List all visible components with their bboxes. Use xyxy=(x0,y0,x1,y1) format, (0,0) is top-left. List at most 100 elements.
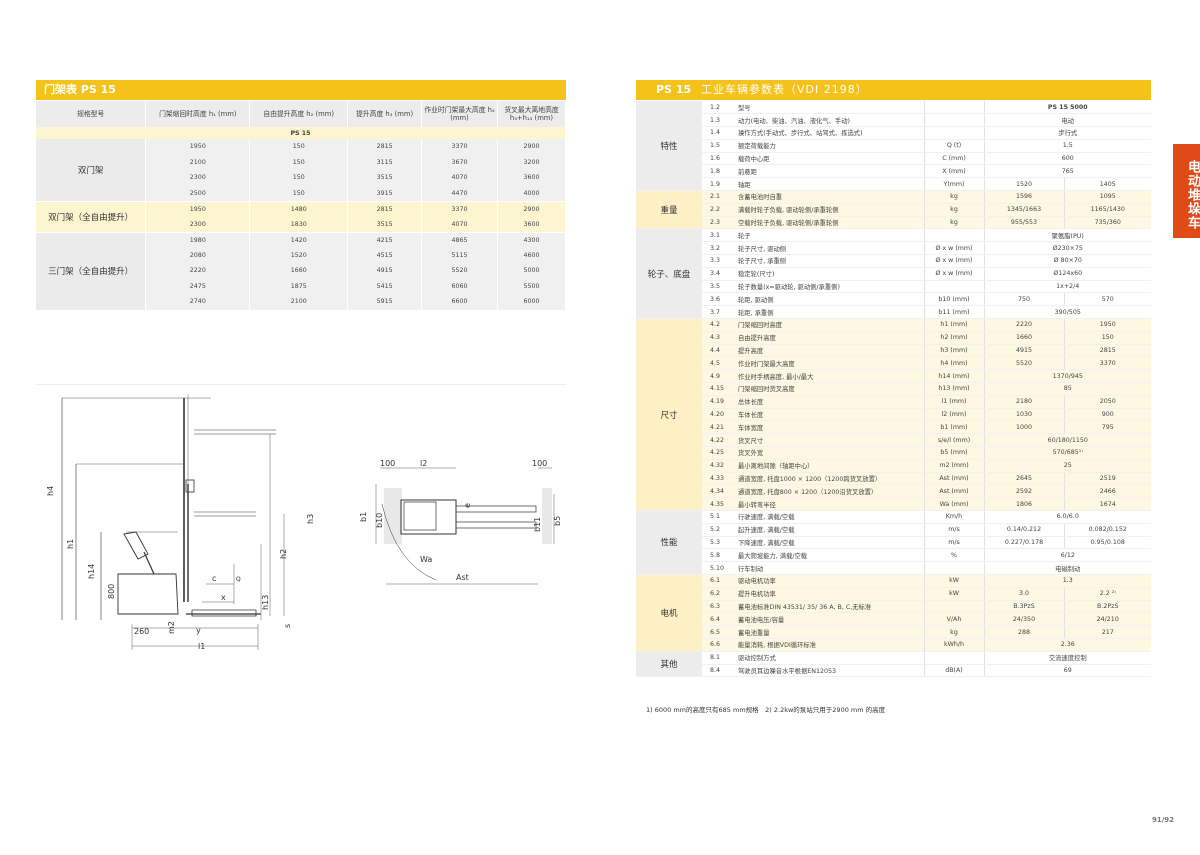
dim-y: y xyxy=(196,626,201,635)
spec-value: 24/210 xyxy=(1064,612,1152,627)
mast-cell: 1660 xyxy=(249,263,349,279)
spec-num: 3.7 xyxy=(702,305,736,320)
spec-title: 工业车辆参数表（VDI 2198） xyxy=(700,83,868,96)
spec-unit: kW xyxy=(923,573,985,588)
spec-num: 4.22 xyxy=(702,433,736,448)
spec-unit: Ø x w (mm) xyxy=(923,267,985,281)
footnote: 1) 6000 mm的高度只有685 mm规格 2) 2.2kw的泵站只用于29… xyxy=(646,706,886,714)
mast-cell: 1830 xyxy=(249,216,349,232)
spec-value: 24/350 xyxy=(984,612,1065,627)
spec-value: 1095 xyxy=(1064,190,1152,204)
mast-col-h5: 货叉最大离地高度 h₃+h₁₃ (mm) xyxy=(497,101,566,127)
spec-value: 0.082/0.152 xyxy=(1064,523,1152,537)
spec-value: 900 xyxy=(1064,408,1152,422)
spec-value: 1000 xyxy=(984,420,1065,435)
spec-value: 1405 xyxy=(1064,177,1152,192)
spec-value: 1596 xyxy=(984,190,1065,204)
spec-num: 2.2 xyxy=(702,203,736,217)
spec-desc: 型号 xyxy=(736,101,924,115)
spec-value: 1165/1430 xyxy=(1064,203,1152,217)
spec-num: 6.3 xyxy=(702,600,736,614)
spec-unit xyxy=(923,228,985,243)
dim-b5: b5 xyxy=(553,516,562,526)
spec-desc: 作业时门架最大高度 xyxy=(736,356,924,371)
mast-col-h1: 门架缩回时高度 h₁ (mm) xyxy=(145,101,251,127)
spec-section-name: 重量 xyxy=(636,190,702,230)
spec-value: 1806 xyxy=(984,497,1065,511)
dim-b10: b10 xyxy=(375,513,384,528)
spec-num: 5.8 xyxy=(702,548,736,563)
spec-desc: 门架缩回时货叉高度 xyxy=(736,382,924,396)
spec-num: 4.5 xyxy=(702,356,736,371)
mast-cell: 5000 xyxy=(497,263,566,279)
mast-cell: 6000 xyxy=(497,294,566,310)
spec-desc: 门架缩回时高度 xyxy=(736,318,924,332)
mast-cell: 2815 xyxy=(347,200,423,217)
spec-num: 3.6 xyxy=(702,292,736,307)
mast-cell: 4515 xyxy=(347,247,423,263)
mast-cell: 4215 xyxy=(347,231,423,248)
spec-num: 1.2 xyxy=(702,101,736,115)
mast-cell: 6060 xyxy=(421,278,498,294)
mast-group-name: 双门架（全自由提升） xyxy=(36,200,147,232)
spec-value: 聚氨脂(PU) xyxy=(984,228,1152,243)
spec-value: 2.36 xyxy=(984,638,1152,652)
mast-cell: 1520 xyxy=(249,247,349,263)
spec-section-name: 轮子、底盘 xyxy=(636,228,702,320)
spec-unit: kg xyxy=(923,190,985,204)
spec-num: 4.21 xyxy=(702,420,736,435)
mast-table-header: 门架表 PS 15 xyxy=(36,80,566,100)
spec-num: 4.9 xyxy=(702,369,736,384)
spec-value: 1x+2/4 xyxy=(984,280,1152,294)
spec-unit: b1 (mm) xyxy=(923,420,985,435)
spec-value: 1.3 xyxy=(984,573,1152,588)
spec-unit: Y(mm) xyxy=(923,177,985,192)
spec-unit: h3 (mm) xyxy=(923,344,985,358)
spec-value: 电磁制动 xyxy=(984,561,1152,575)
dim-e: e xyxy=(463,503,472,508)
spec-desc: 行驶速度, 满载/空载 xyxy=(736,510,924,524)
spec-desc: 最大爬坡能力, 满载/空载 xyxy=(736,548,924,563)
spec-unit: h13 (mm) xyxy=(923,382,985,396)
spec-unit: m2 (mm) xyxy=(923,459,985,473)
spec-value: 60/180/1150 xyxy=(984,433,1152,448)
mast-cell: 5415 xyxy=(347,278,423,294)
mast-table: 规格型号 门架缩回时高度 h₁ (mm) 自由提升高度 h₂ (mm) 提升高度… xyxy=(36,101,566,310)
spec-unit: m/s xyxy=(923,523,985,537)
spec-desc: 操作方式(手动式、步行式、站驾式、拣选式) xyxy=(736,126,924,140)
mast-cell: 5520 xyxy=(421,263,498,279)
mast-cell: 5115 xyxy=(421,247,498,263)
mast-cell: 1420 xyxy=(249,231,349,248)
spec-desc: 空载时轮子负载, 驱动轮侧/承重轮侧 xyxy=(736,216,924,230)
spec-unit: kg xyxy=(923,625,985,639)
dim-top-100b: 100 xyxy=(532,459,547,468)
spec-value: Ø 80×70 xyxy=(984,254,1152,268)
spec-value: Ø230×75 xyxy=(984,241,1152,256)
spec-num: 8.1 xyxy=(702,650,736,665)
spec-value: 2519 xyxy=(1064,472,1152,486)
spec-value: 2466 xyxy=(1064,484,1152,499)
spec-desc: 提升电机功率 xyxy=(736,587,924,601)
side-tab: 电动堆垛车 xyxy=(1173,144,1200,238)
spec-value: 3370 xyxy=(1064,356,1152,371)
spec-desc: 自由提升高度 xyxy=(736,331,924,345)
spec-value: 2180 xyxy=(984,395,1065,409)
spec-unit: b5 (mm) xyxy=(923,446,985,460)
spec-value: 1.5 xyxy=(984,139,1152,153)
spec-num: 1.4 xyxy=(702,126,736,140)
spec-unit: h14 (mm) xyxy=(923,369,985,384)
